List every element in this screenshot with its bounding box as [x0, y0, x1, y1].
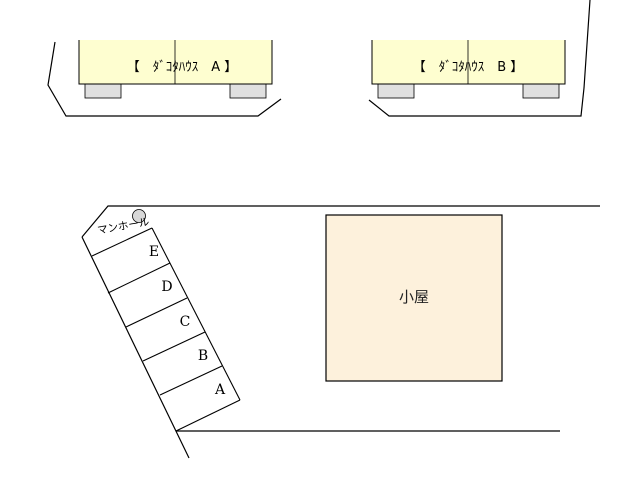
manhole-label: マンホール — [96, 216, 150, 237]
parking-space-d: D — [161, 279, 172, 295]
foundation-b-left — [377, 82, 415, 99]
foundation-a-right — [229, 82, 267, 99]
lot-boundary-left — [81, 236, 190, 459]
lot-boundary-b — [368, 0, 591, 117]
lot-boundary-top — [81, 205, 600, 238]
foundation-b-right — [522, 82, 560, 99]
parking-space-a: A — [214, 382, 226, 398]
shed-label: 小屋 — [399, 288, 429, 306]
parking-space-b: B — [198, 348, 208, 364]
lot-house-b: 【 ﾀﾞｺﾀﾊｳｽ B 】 — [368, 0, 591, 117]
house-b-body — [372, 40, 565, 84]
house-a-label: 【 ﾀﾞｺﾀﾊｳｽ A 】 — [127, 60, 238, 75]
shed — [325, 214, 503, 382]
house-b-label: 【 ﾀﾞｺﾀﾊｳｽ B 】 — [413, 60, 524, 75]
foundation-a-left — [84, 82, 122, 99]
parking-space-e: E — [149, 244, 159, 260]
lot-house-a: 【 ﾀﾞｺﾀﾊｳｽ A 】 — [47, 40, 282, 117]
lot-boundary-a — [47, 41, 282, 117]
parking-space-c: C — [180, 314, 191, 330]
house-a-body — [79, 40, 272, 84]
manhole-icon — [132, 209, 146, 223]
lot-bottom: 小屋 マンホール E D C B A — [81, 205, 600, 459]
